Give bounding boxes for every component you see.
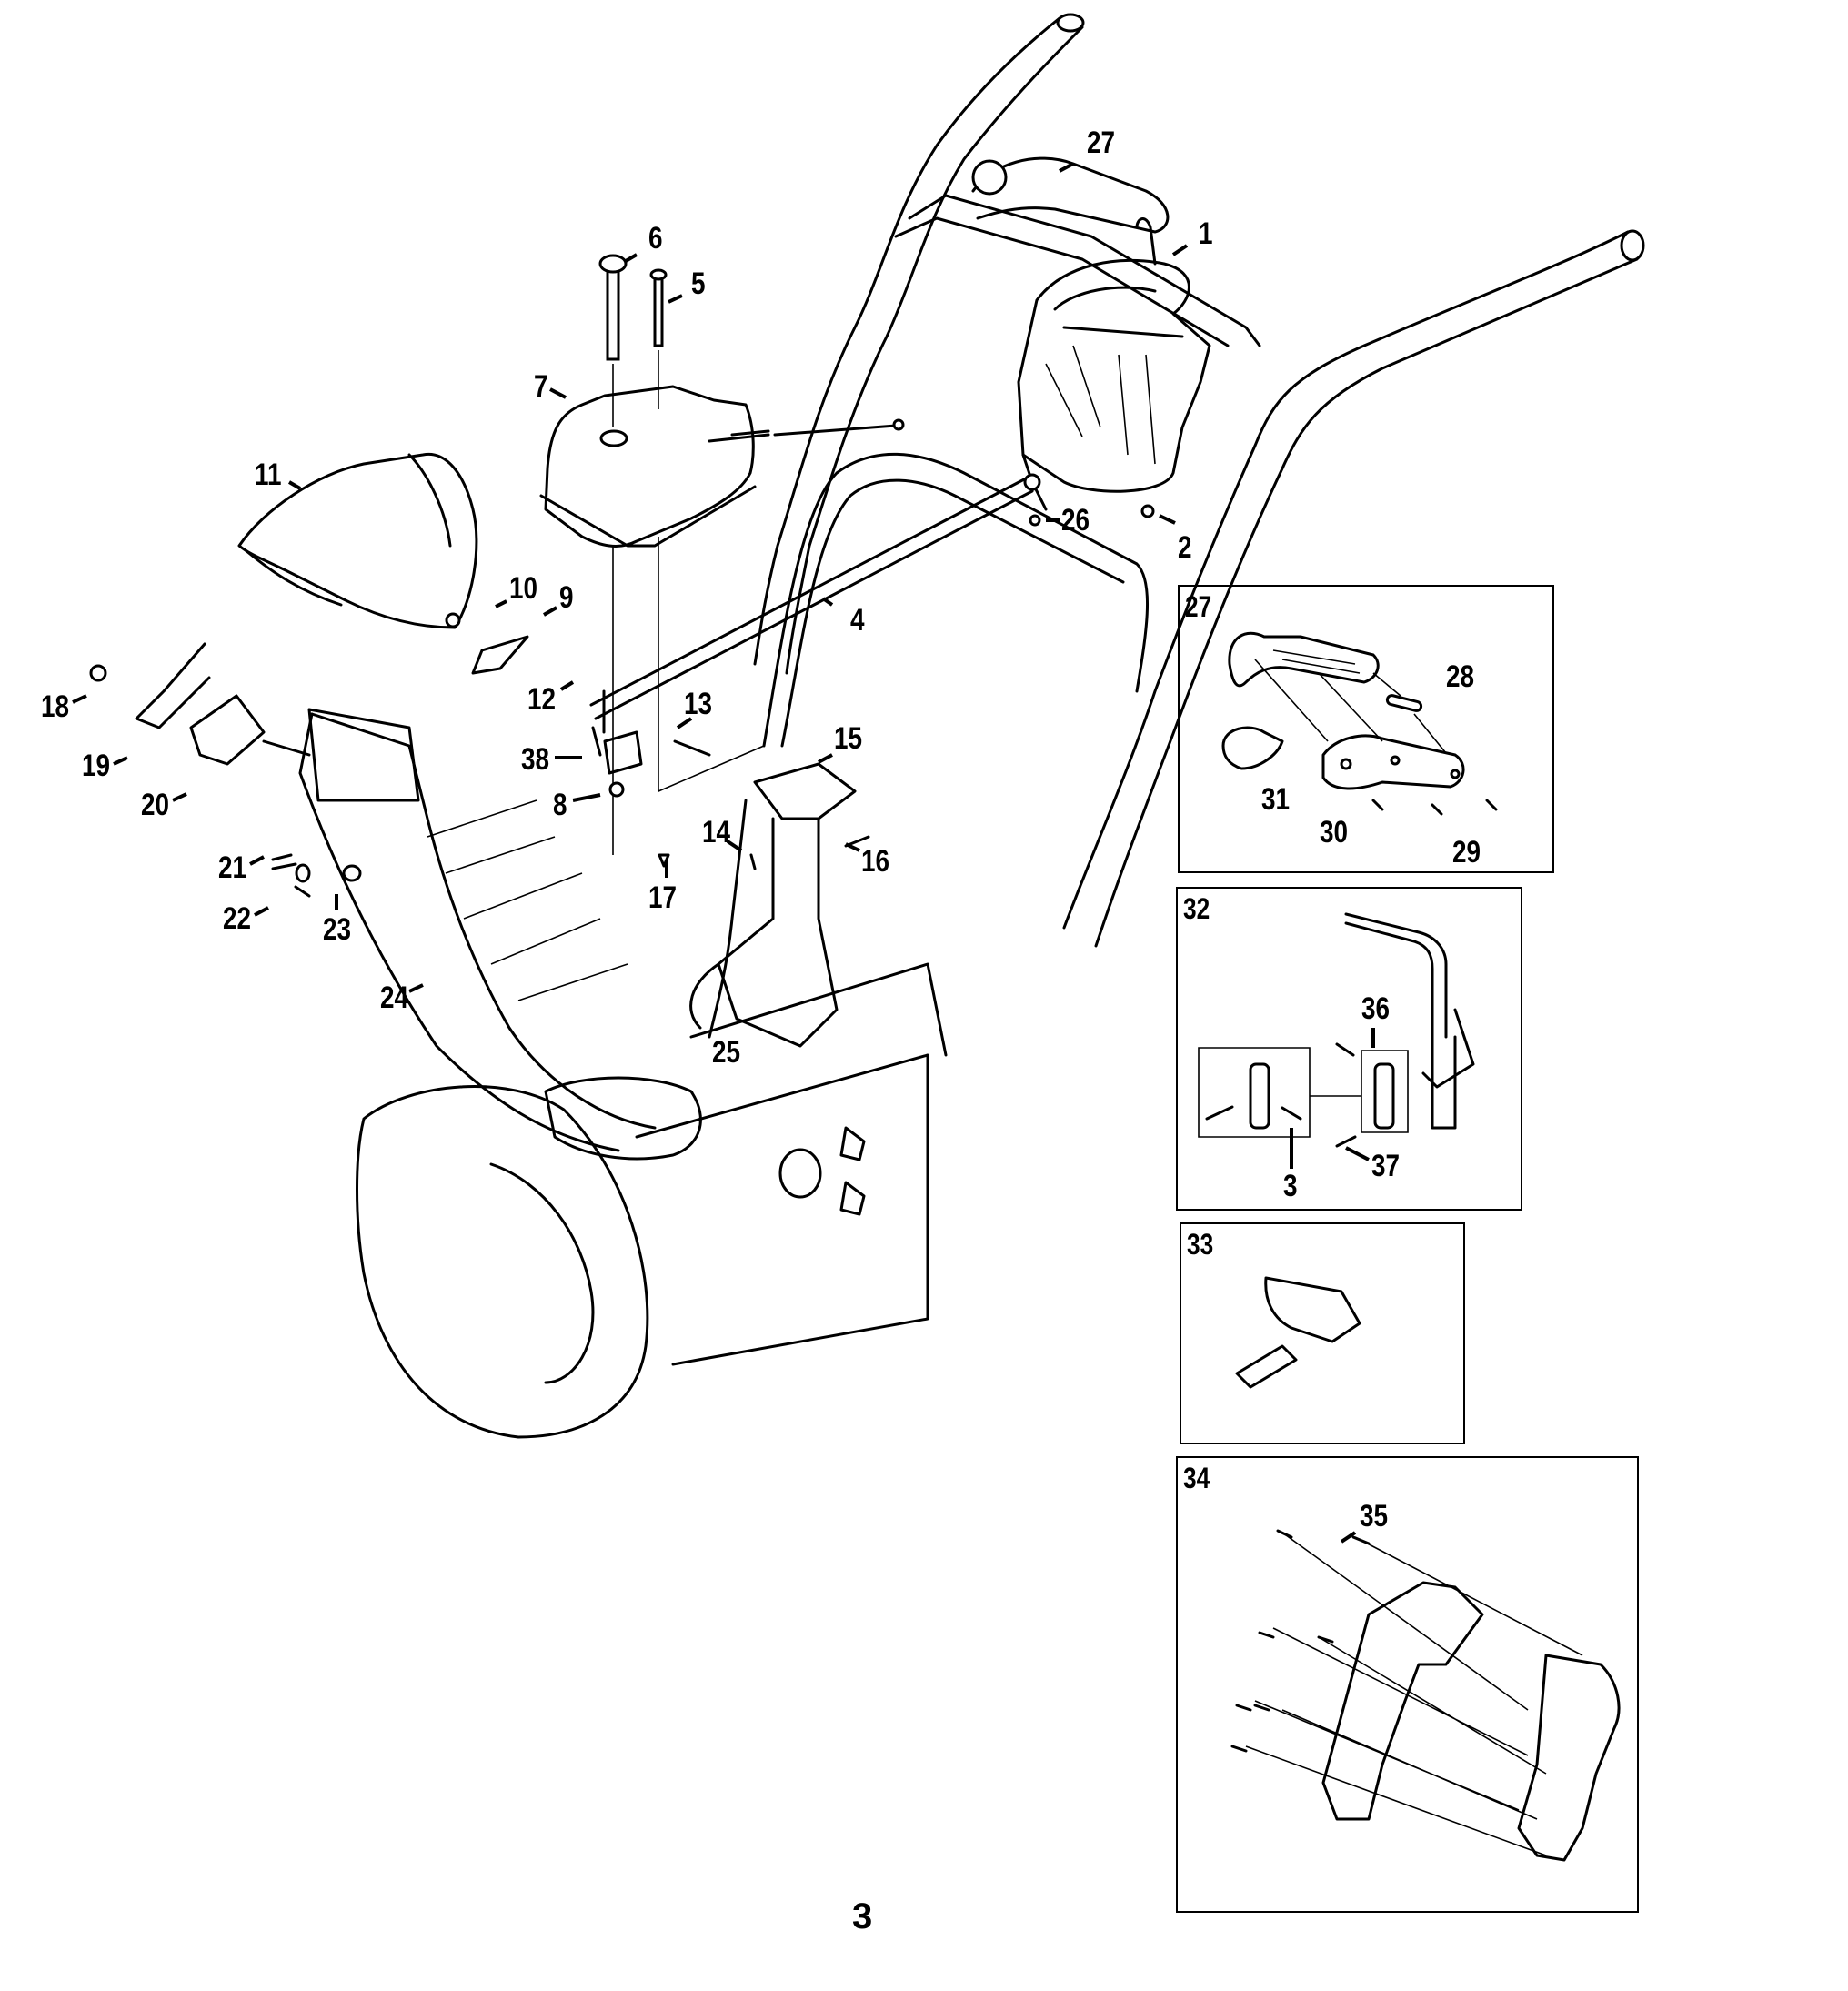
inset-label: 33: [1187, 1228, 1214, 1261]
upper-console: [894, 156, 1261, 347]
chute-bracket: [689, 762, 857, 1048]
callout-8: 8: [553, 788, 567, 822]
callout-21: 21: [218, 850, 247, 885]
callout-31-inset-27: 31: [1261, 782, 1291, 817]
callout-26: 26: [1061, 503, 1090, 538]
deflector-knob: [445, 612, 529, 675]
callout-16: 16: [861, 844, 890, 879]
callout-29-inset-27: 29: [1452, 835, 1481, 870]
bolt-6: [598, 254, 628, 427]
callout-12: 12: [527, 682, 557, 717]
callout-2: 2: [1178, 530, 1192, 565]
page-number: 3: [852, 1896, 873, 1936]
callout-23: 23: [323, 912, 352, 947]
callout-14: 14: [702, 815, 731, 850]
callout-15: 15: [834, 721, 863, 756]
callout-7: 7: [534, 369, 548, 404]
upper-handle-right: [1062, 229, 1645, 948]
small-hardware: [89, 504, 1155, 898]
callout-18: 18: [41, 689, 70, 724]
callout-22: 22: [223, 901, 252, 936]
callout-30-inset-27: 30: [1320, 815, 1349, 850]
inset-27: 27: [1178, 585, 1554, 873]
callout-3-inset-32: 3: [1283, 1169, 1298, 1203]
callout-10: 10: [509, 571, 538, 606]
callout-6: 6: [648, 221, 663, 256]
chute-control-assembly: [1017, 258, 1211, 511]
upper-handle-left: [753, 13, 1085, 675]
callout-35-inset-34: 35: [1360, 1499, 1389, 1533]
inset-33-art: [1235, 1276, 1361, 1389]
inset-27-art: [1221, 631, 1498, 816]
callout-20: 20: [141, 788, 170, 822]
callout-13: 13: [684, 687, 713, 721]
inset-33: 33: [1180, 1222, 1465, 1444]
inset-34-art: [1230, 1529, 1621, 1862]
chute-cover: [539, 385, 905, 548]
callout-24: 24: [380, 980, 409, 1015]
discharge-chute: [298, 712, 702, 1161]
inset-34: 34: [1176, 1456, 1639, 1913]
chute-deflector: [237, 452, 478, 629]
callout-11: 11: [255, 458, 282, 492]
inset-label: 34: [1183, 1462, 1210, 1494]
callout-25: 25: [712, 1035, 741, 1070]
callout-17: 17: [648, 880, 678, 915]
callout-1: 1: [1199, 216, 1213, 251]
callout-5: 5: [691, 266, 706, 301]
inset-label: 27: [1185, 590, 1212, 623]
inset-32: 32: [1176, 887, 1522, 1211]
callout-19: 19: [82, 749, 111, 783]
shift-rod: [589, 473, 1041, 720]
callout-27: 27: [1087, 126, 1116, 160]
lower-handle: [708, 452, 1149, 1039]
callout-leaders: [72, 162, 1189, 993]
callout-9: 9: [559, 580, 574, 615]
callout-28-inset-27: 28: [1446, 659, 1475, 694]
auger-housing: [356, 962, 948, 1439]
callout-4: 4: [850, 603, 865, 638]
callout-36-inset-32: 36: [1361, 991, 1391, 1026]
bolt-5: [649, 268, 668, 409]
inset-32-art: [1198, 912, 1475, 1169]
inset-label: 32: [1183, 892, 1210, 925]
callout-38: 38: [521, 742, 550, 777]
callout-37-inset-32: 37: [1371, 1149, 1401, 1183]
